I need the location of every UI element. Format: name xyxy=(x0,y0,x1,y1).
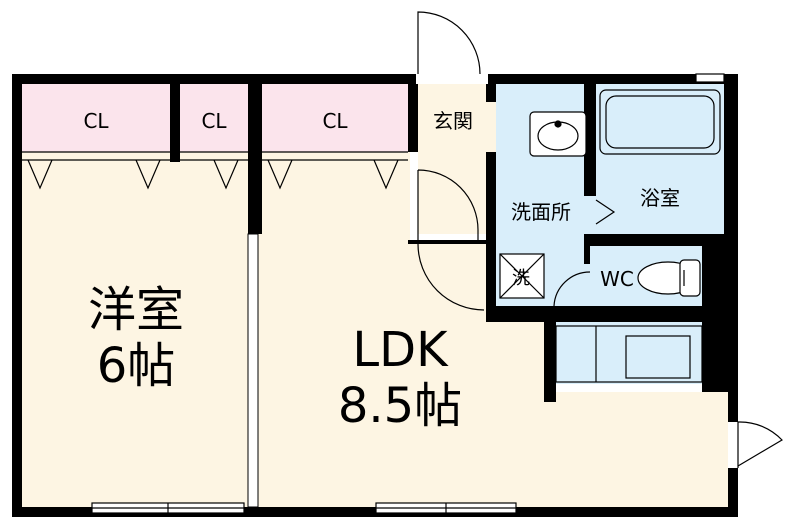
toilet-wall-left xyxy=(584,246,590,264)
western-room-name: 洋室 xyxy=(88,282,184,338)
closet-2-label: CL xyxy=(201,109,227,133)
ldk-size: 8.5帖 xyxy=(338,378,462,434)
toilet-label: WC xyxy=(600,267,634,291)
closet-1-label: CL xyxy=(83,109,109,133)
kitchen-counter xyxy=(555,325,703,383)
washroom-wall-left xyxy=(486,84,496,102)
closet-divider-2 xyxy=(248,84,262,234)
ldk-door-swing xyxy=(417,243,485,311)
western-room-floor xyxy=(22,84,250,507)
floor-fills xyxy=(22,84,728,507)
wall-top-left xyxy=(12,74,416,84)
walls xyxy=(12,74,738,517)
closet-divider-3 xyxy=(408,84,418,152)
bath-wall-bottom xyxy=(584,234,724,246)
closet-divider-1 xyxy=(170,84,180,162)
closet-3-floor xyxy=(262,84,408,152)
toilet-wall-bottom xyxy=(546,306,738,322)
bath-door-marker xyxy=(595,199,616,225)
ldk-name: LDK xyxy=(352,322,449,378)
wall-bottom xyxy=(12,507,738,517)
wall-right-lower xyxy=(728,392,738,422)
washroom-door-swing xyxy=(553,271,591,307)
closet-1-floor xyxy=(22,84,170,152)
balcony-door-swing xyxy=(737,421,783,467)
washroom-wall-mid xyxy=(486,306,554,322)
bathroom-label: 浴室 xyxy=(640,186,680,210)
closet-doors xyxy=(22,151,408,190)
kitchen-sink xyxy=(625,335,691,379)
toilet-fixture xyxy=(637,259,701,297)
room-divider xyxy=(247,233,259,508)
fixtures xyxy=(499,89,721,383)
kitchen-wall-left xyxy=(544,306,556,402)
ldk-floor xyxy=(258,84,728,507)
kitchen-floor xyxy=(554,322,704,384)
front-door-swing xyxy=(417,11,481,75)
entrance-door-swing xyxy=(417,169,479,240)
entrance-wall xyxy=(408,240,488,244)
wall-right-bottom xyxy=(728,468,738,517)
washer-label: 洗 xyxy=(512,268,530,289)
entrance-label: 玄関 xyxy=(433,109,473,133)
window-bath xyxy=(695,73,725,83)
bath-wall-left xyxy=(584,84,596,196)
closet-3-label: CL xyxy=(322,109,348,133)
wall-left xyxy=(12,74,22,517)
washroom-wall-left2 xyxy=(486,152,496,322)
labels: CL CL CL 玄関 洗面所 浴室 WC 洗 洋室 6帖 LDK 8.5帖 xyxy=(83,109,680,434)
wall-top-right xyxy=(488,74,728,84)
bathtub xyxy=(599,89,721,155)
washroom-label: 洗面所 xyxy=(511,200,571,224)
windows xyxy=(91,73,725,514)
western-room-size: 6帖 xyxy=(97,338,176,394)
closet-2-floor xyxy=(180,84,248,152)
washbasin xyxy=(529,111,587,157)
kitchen-wall-right xyxy=(702,246,738,392)
door-swings xyxy=(417,11,783,468)
